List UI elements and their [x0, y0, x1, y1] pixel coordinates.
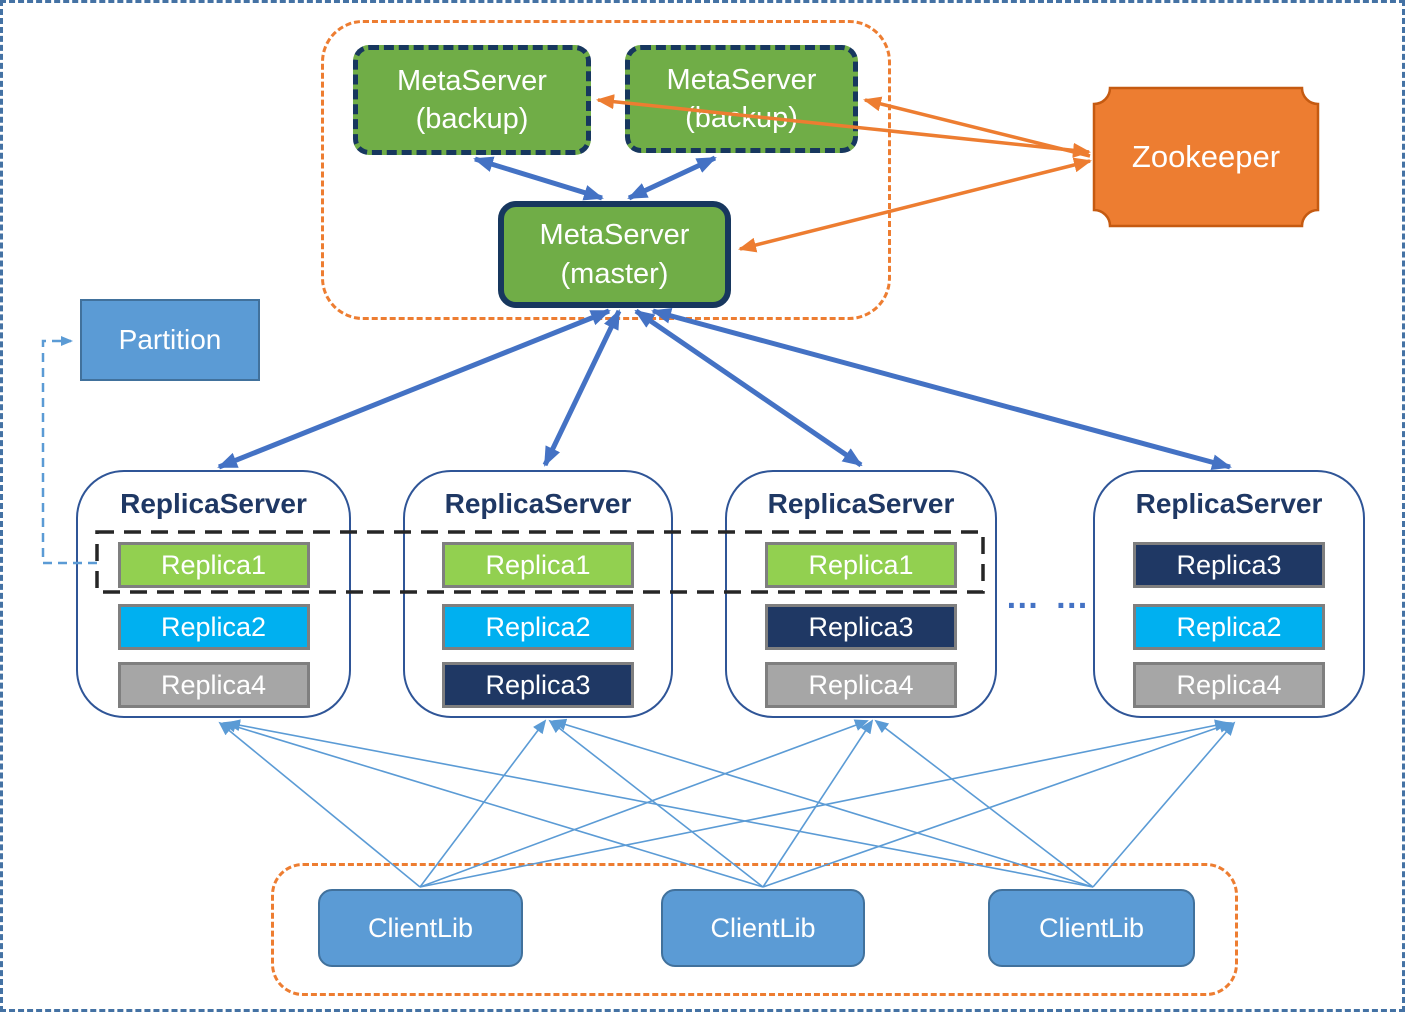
zookeeper-box: Zookeeper	[1094, 88, 1318, 226]
replica-chip: Replica4	[1133, 662, 1325, 708]
clientlib-1: ClientLib	[318, 889, 523, 967]
replica-chip: Replica2	[1133, 604, 1325, 650]
replica-chip: Replica3	[765, 604, 957, 650]
clientlib-1-label: ClientLib	[367, 912, 474, 943]
metaserver-backup-1-role: (backup)	[415, 103, 529, 135]
replica-chip: Replica3	[442, 662, 634, 708]
zookeeper-label: Zookeeper	[1131, 139, 1281, 174]
metaserver-backup-2-role: (backup)	[685, 102, 798, 134]
replica-chip: Replica2	[117, 604, 310, 650]
arrow-master-replicaserver-1	[217, 308, 611, 470]
partition-box: Partition	[80, 299, 260, 381]
clientlib-3-label: ClientLib	[1038, 912, 1145, 943]
replica-server-2-title: ReplicaServer	[444, 488, 632, 519]
arrow-master-replicaserver-3	[634, 308, 863, 468]
arrow-zookeeper-backup-2	[863, 96, 1091, 158]
replica-chip: Replica3	[1133, 542, 1325, 588]
metaserver-backup-2-name: MetaServer	[666, 63, 817, 96]
replica-chip: Replica1	[117, 542, 310, 588]
replica-server-1: ReplicaServer Replica1 Replica2 Replica4	[76, 470, 351, 718]
metaserver-backup-2: MetaServer (backup)	[625, 45, 858, 153]
replica-chip: Replica1	[442, 542, 634, 588]
clientlib-2: ClientLib	[661, 889, 865, 967]
replica-chip: Replica4	[117, 662, 310, 708]
metaserver-backup-1: MetaServer (backup)	[353, 45, 591, 155]
replica-server-1-title: ReplicaServer	[120, 488, 307, 519]
replica-server-3-title: ReplicaServer	[767, 488, 955, 519]
metaserver-master-role: (master)	[560, 257, 669, 290]
more-servers-ellipsis: … …	[1005, 578, 1092, 616]
replica-server-3: ReplicaServer Replica1 Replica3 Replica4	[725, 470, 997, 718]
replica-server-2: ReplicaServer Replica1 Replica2 Replica3	[403, 470, 673, 718]
arrow-master-replicaserver-2	[542, 309, 622, 467]
arrow-master-replicaserver-4	[651, 307, 1232, 471]
replica-chip: Replica4	[765, 662, 957, 708]
replica-chip: Replica2	[442, 604, 634, 650]
clientlib-2-label: ClientLib	[710, 912, 816, 943]
replica-chip: Replica1	[765, 542, 957, 588]
clientlib-3: ClientLib	[988, 889, 1195, 967]
metaserver-master: MetaServer (master)	[498, 201, 731, 308]
replica-server-4-title: ReplicaServer	[1135, 488, 1323, 519]
replica-server-4: ReplicaServer Replica3 Replica2 Replica4	[1093, 470, 1365, 718]
metaserver-master-name: MetaServer	[539, 219, 690, 252]
metaserver-backup-1-name: MetaServer	[397, 64, 547, 97]
partition-label: Partition	[118, 324, 222, 355]
